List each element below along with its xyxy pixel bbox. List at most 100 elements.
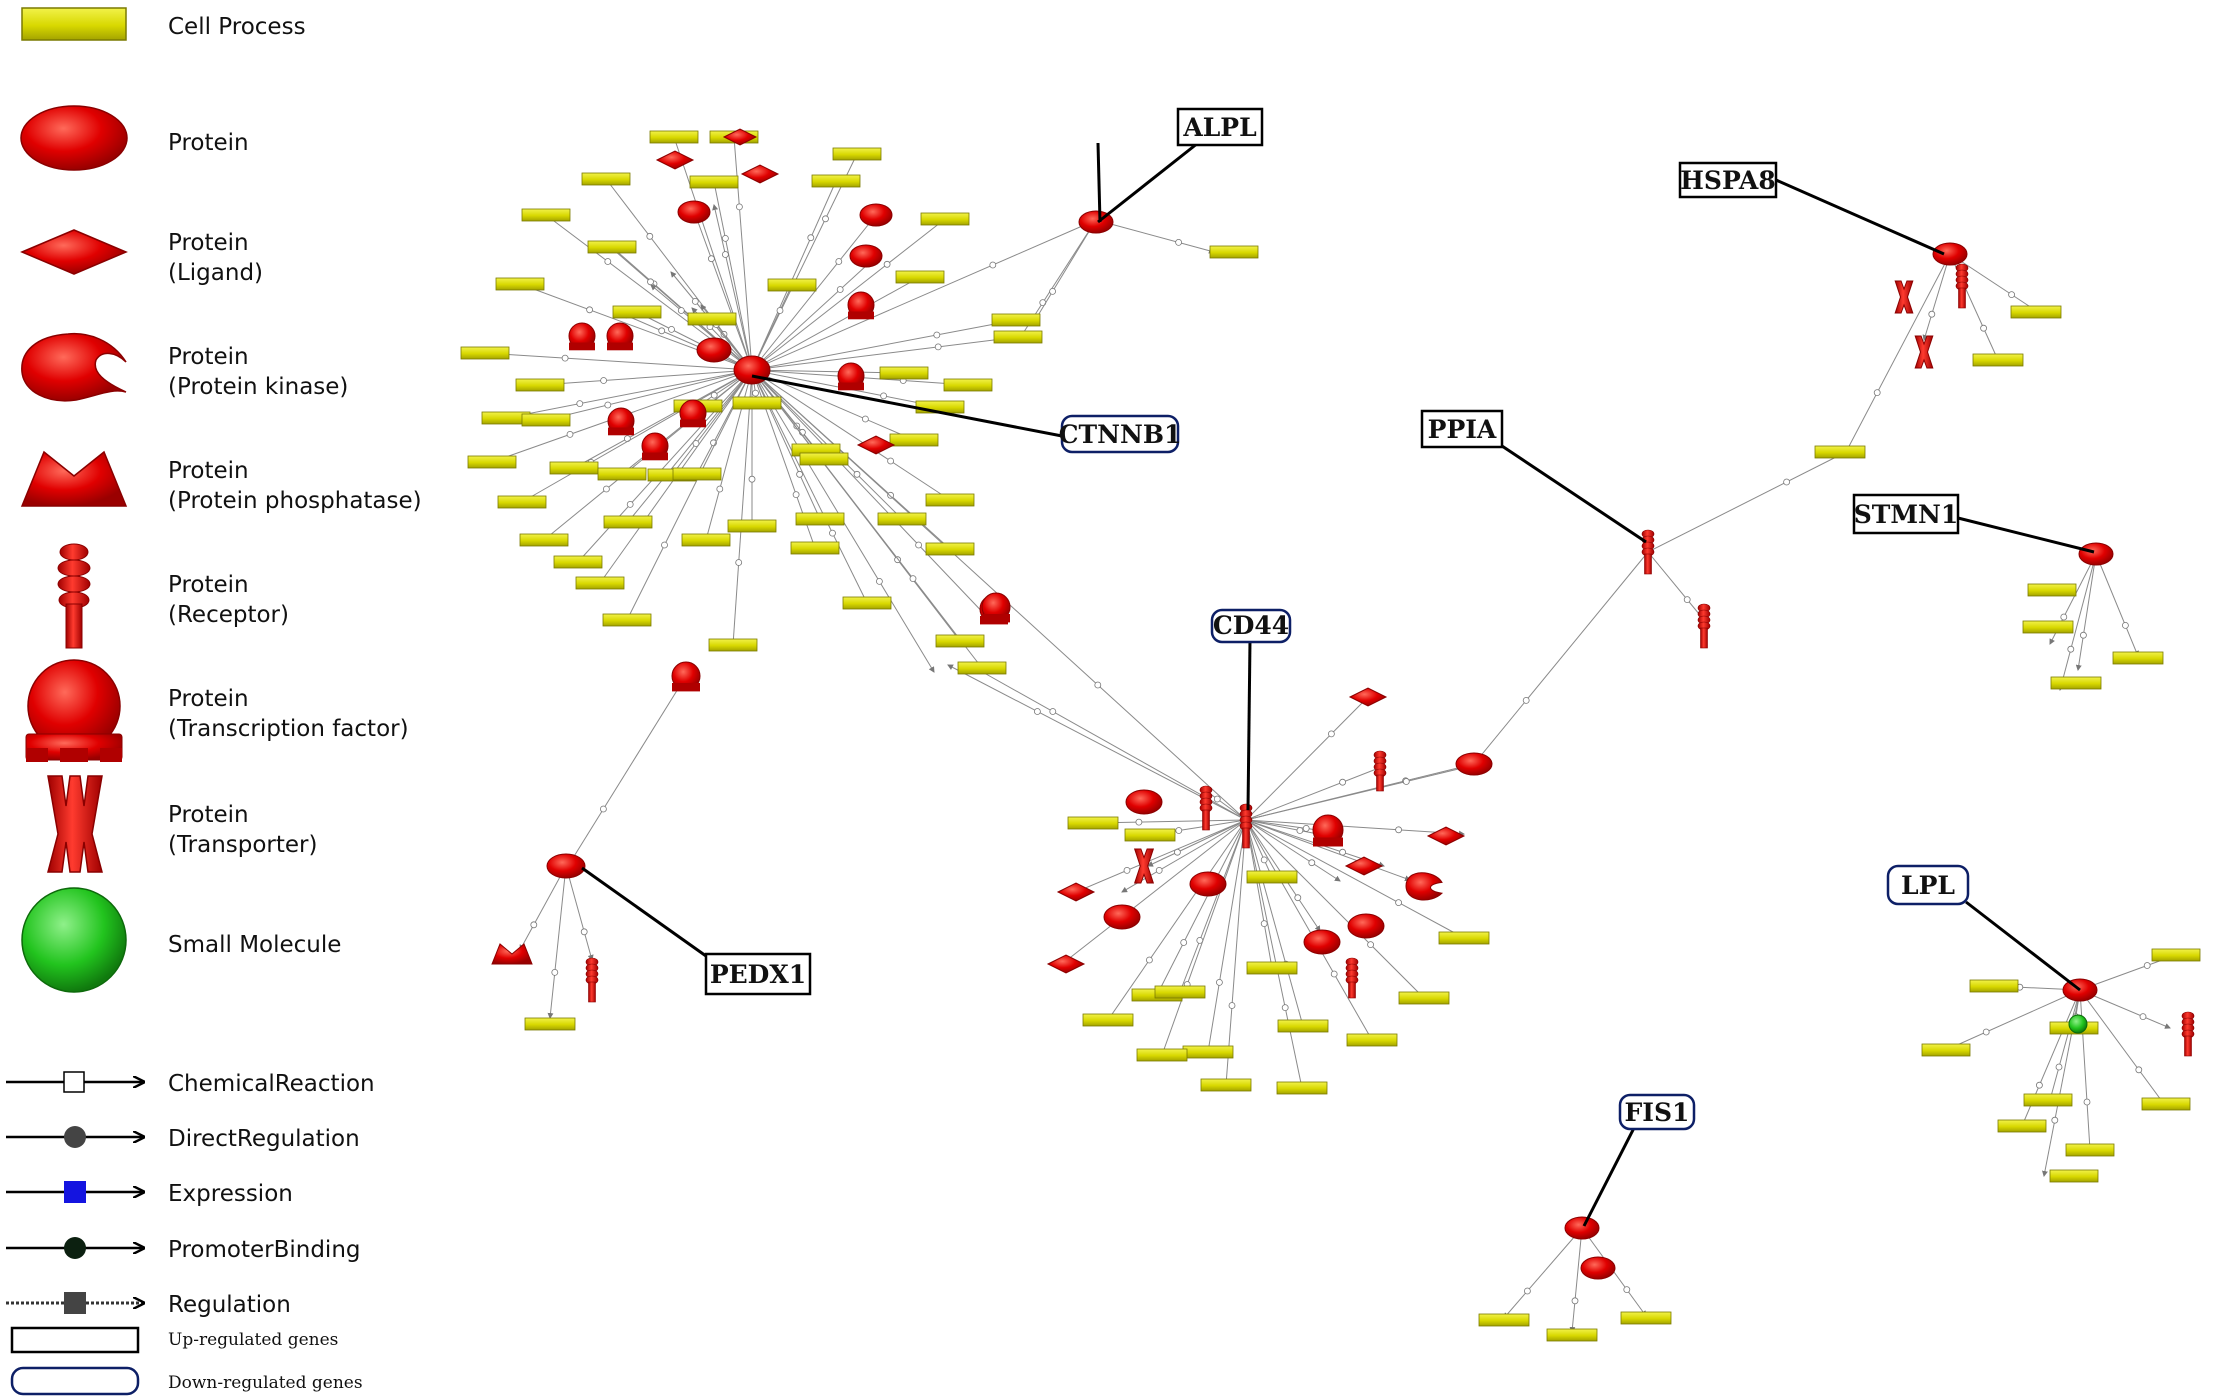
receptor-node[interactable] <box>1955 263 1969 309</box>
receptor-node[interactable] <box>2181 1011 2195 1057</box>
protein-node[interactable] <box>1303 929 1341 955</box>
cell-process-node[interactable] <box>993 330 1043 344</box>
transporter-node[interactable] <box>1914 335 1934 369</box>
ligand-node[interactable] <box>1046 954 1086 974</box>
cell-process-node[interactable] <box>1200 1078 1252 1092</box>
cell-process-node[interactable] <box>597 467 647 481</box>
cell-process-node[interactable] <box>799 452 849 466</box>
ligand-node[interactable] <box>856 435 896 455</box>
ligand-node[interactable] <box>740 164 780 184</box>
cell-process-node[interactable] <box>575 576 625 590</box>
cell-process-node[interactable] <box>524 1017 576 1031</box>
cell-process-node[interactable] <box>727 519 777 533</box>
cell-process-node[interactable] <box>1620 1311 1672 1325</box>
protein-node[interactable] <box>859 203 893 227</box>
gene-box-hspa8[interactable] <box>1678 161 1778 199</box>
cell-process-node[interactable] <box>991 313 1041 327</box>
cell-process-node[interactable] <box>467 455 517 469</box>
cell-process-node[interactable] <box>1082 1013 1134 1027</box>
cell-process-node[interactable] <box>1969 979 2019 993</box>
cell-process-node[interactable] <box>2022 620 2074 634</box>
cell-process-node[interactable] <box>1478 1313 1530 1327</box>
cell-process-node[interactable] <box>943 378 993 392</box>
cell-process-node[interactable] <box>1398 991 1450 1005</box>
transporter-node[interactable] <box>1133 848 1155 884</box>
cell-process-node[interactable] <box>689 175 739 189</box>
cell-process-node[interactable] <box>708 638 758 652</box>
cell-process-node[interactable] <box>1067 816 1119 830</box>
cell-process-node[interactable] <box>2023 1093 2073 1107</box>
cell-process-node[interactable] <box>811 174 861 188</box>
protein-node[interactable] <box>849 244 883 268</box>
cell-process-node[interactable] <box>2049 1169 2099 1183</box>
cell-process-node[interactable] <box>1438 931 1490 945</box>
cell-process-node[interactable] <box>925 542 975 556</box>
gene-box-ppia[interactable] <box>1420 409 1504 449</box>
cell-process-node[interactable] <box>767 278 817 292</box>
receptor-node[interactable] <box>1641 529 1655 575</box>
gene-box-stmn1[interactable] <box>1852 493 1960 535</box>
cell-process-node[interactable] <box>681 533 731 547</box>
cell-process-node[interactable] <box>842 596 892 610</box>
phosphatase-node[interactable] <box>491 943 533 965</box>
cell-process-node[interactable] <box>2065 1143 2115 1157</box>
cell-process-node[interactable] <box>1154 985 1206 999</box>
cell-process-node[interactable] <box>1997 1119 2047 1133</box>
cell-process-node[interactable] <box>1814 445 1866 459</box>
cell-process-node[interactable] <box>587 240 637 254</box>
cell-process-node[interactable] <box>1209 245 1259 259</box>
cell-process-node[interactable] <box>1276 1081 1328 1095</box>
cell-process-node[interactable] <box>1246 870 1298 884</box>
receptor-node[interactable] <box>1697 603 1711 649</box>
cell-process-node[interactable] <box>1136 1048 1188 1062</box>
receptor-node[interactable] <box>585 957 599 1003</box>
cell-process-node[interactable] <box>519 533 569 547</box>
ligand-node[interactable] <box>1426 826 1466 846</box>
gene-box-lpl[interactable] <box>1886 864 1970 906</box>
ligand-node[interactable] <box>1344 856 1384 876</box>
gene-box-fis1[interactable] <box>1618 1093 1696 1131</box>
cell-process-node[interactable] <box>732 396 782 410</box>
cell-process-node[interactable] <box>2010 305 2062 319</box>
cell-process-node[interactable] <box>1346 1033 1398 1047</box>
protein-node[interactable] <box>1125 789 1163 815</box>
cell-process-node[interactable] <box>1921 1043 1971 1057</box>
cell-process-node[interactable] <box>1246 961 1298 975</box>
cell-process-node[interactable] <box>649 130 699 144</box>
cell-process-node[interactable] <box>672 467 722 481</box>
ligand-node[interactable] <box>1348 687 1388 707</box>
cell-process-node[interactable] <box>2050 676 2102 690</box>
protein-node[interactable] <box>2078 542 2114 566</box>
cell-process-node[interactable] <box>603 515 653 529</box>
cell-process-node[interactable] <box>879 366 929 380</box>
cell-process-node[interactable] <box>920 212 970 226</box>
receptor-node[interactable] <box>1373 750 1387 792</box>
protein-node[interactable] <box>1580 1256 1616 1280</box>
protein-node[interactable] <box>1455 752 1493 776</box>
cell-process-node[interactable] <box>1972 353 2024 367</box>
cell-process-node[interactable] <box>935 634 985 648</box>
cell-process-node[interactable] <box>2027 583 2077 597</box>
ligand-node[interactable] <box>655 150 695 170</box>
cell-process-node[interactable] <box>2141 1097 2191 1111</box>
gene-box-ctnnb1[interactable] <box>1060 414 1180 454</box>
cell-process-node[interactable] <box>553 555 603 569</box>
cell-process-node[interactable] <box>602 613 652 627</box>
cell-process-node[interactable] <box>790 541 840 555</box>
cell-process-node[interactable] <box>2112 651 2164 665</box>
cell-process-node[interactable] <box>795 512 845 526</box>
cell-process-node[interactable] <box>495 277 545 291</box>
cell-process-node[interactable] <box>1277 1019 1329 1033</box>
protein-node[interactable] <box>677 200 711 224</box>
small-molecule-node[interactable] <box>2068 1014 2088 1034</box>
cell-process-node[interactable] <box>521 208 571 222</box>
cell-process-node[interactable] <box>2151 948 2201 962</box>
cell-process-node[interactable] <box>521 413 571 427</box>
cell-process-node[interactable] <box>1124 828 1176 842</box>
protein-node[interactable] <box>1347 913 1385 939</box>
receptor-node[interactable] <box>1199 785 1213 831</box>
receptor-node[interactable] <box>1345 957 1359 999</box>
cell-process-node[interactable] <box>497 495 547 509</box>
gene-box-alpl[interactable] <box>1176 107 1264 147</box>
protein-node[interactable] <box>1189 871 1227 897</box>
